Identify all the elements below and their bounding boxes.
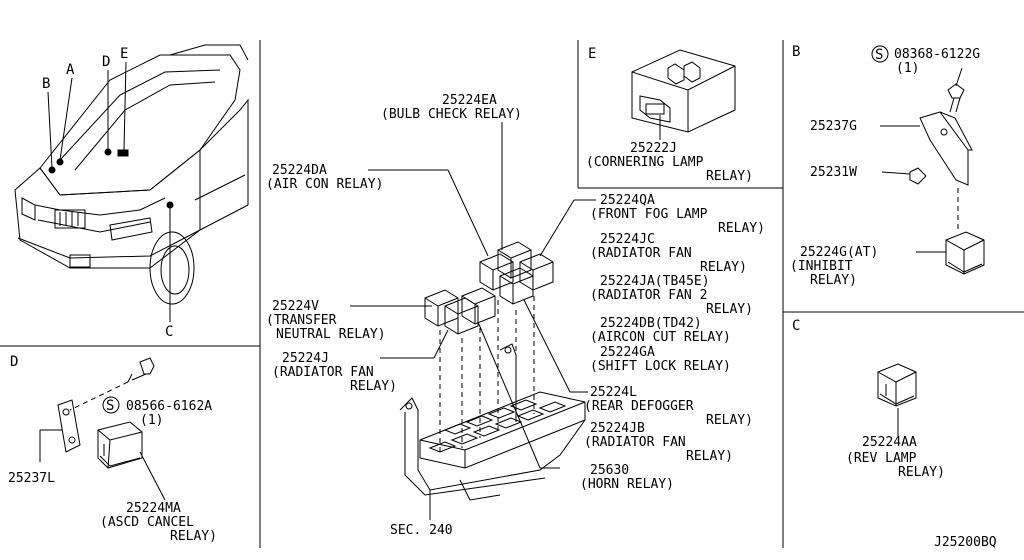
label-25224ga: 25224GA bbox=[600, 345, 655, 360]
panel-b-relay-part: 25224G(AT) bbox=[800, 245, 878, 260]
panel-b-clip-part: 25231W bbox=[810, 165, 857, 180]
label-25224jb-name-2: RELAY) bbox=[686, 449, 733, 464]
center-fuse-block-drawing bbox=[350, 122, 596, 520]
label-25630-name: (HORN RELAY) bbox=[580, 477, 674, 492]
label-sec-240: SEC. 240 bbox=[390, 523, 453, 538]
panel-d-relay-part: 25224MA bbox=[126, 501, 181, 516]
panel-dividers bbox=[0, 40, 1024, 548]
panel-c-name-1: (REV LAMP bbox=[846, 451, 917, 466]
label-25224l-name-2: RELAY) bbox=[706, 413, 753, 428]
panel-label-c: C bbox=[792, 318, 800, 334]
label-25224jb: 25224JB bbox=[590, 421, 645, 436]
label-25224jc: 25224JC bbox=[600, 232, 655, 247]
relay-cluster bbox=[424, 241, 554, 335]
label-25224qa-name-2: RELAY) bbox=[718, 221, 765, 236]
label-25224j-name-2: RELAY) bbox=[350, 379, 397, 394]
label-25224da-name: (AIR CON RELAY) bbox=[266, 177, 383, 192]
label-25224ea-name: (BULB CHECK RELAY) bbox=[381, 107, 522, 122]
callout-c: C bbox=[165, 324, 173, 340]
panel-b-screw-part: 08368-6122G bbox=[894, 47, 980, 62]
label-25224v-name-2: NEUTRAL RELAY) bbox=[276, 327, 386, 342]
panel-b-relay-name-1: (INHIBIT bbox=[790, 259, 853, 274]
label-25224v: 25224V bbox=[272, 299, 319, 314]
label-25224ga-name: (SHIFT LOCK RELAY) bbox=[590, 359, 731, 374]
label-25224ja-name-2: RELAY) bbox=[706, 302, 753, 317]
panel-label-d: D bbox=[10, 354, 18, 370]
panel-e-name-2: RELAY) bbox=[706, 169, 753, 184]
panel-label-e: E bbox=[588, 46, 596, 62]
panel-b-drawing bbox=[880, 67, 985, 275]
panel-d-screw-qty: (1) bbox=[140, 413, 163, 428]
label-25224j: 25224J bbox=[282, 351, 329, 366]
label-25224v-name-1: (TRANSFER bbox=[266, 313, 337, 328]
panel-b-bracket-part: 25237G bbox=[810, 119, 857, 134]
label-25224ja-name-1: (RADIATOR FAN 2 bbox=[590, 288, 707, 303]
callout-d: D bbox=[102, 54, 110, 70]
vehicle-illustration bbox=[14, 44, 249, 322]
panel-c-name-2: RELAY) bbox=[898, 465, 945, 480]
panel-b-screw-qty: (1) bbox=[896, 61, 919, 76]
callout-e: E bbox=[120, 46, 128, 62]
panel-e-name-1: (CORNERING LAMP bbox=[586, 155, 704, 170]
label-25224ja: 25224JA(TB45E) bbox=[600, 274, 710, 289]
label-25224l: 25224L bbox=[590, 385, 637, 400]
panel-d-bracket-part: 25237L bbox=[8, 471, 55, 486]
callout-a: A bbox=[66, 62, 75, 78]
label-25224jc-name-1: (RADIATOR FAN bbox=[590, 246, 692, 261]
label-25224db: 25224DB(TD42) bbox=[600, 316, 702, 331]
panel-d-screw-symbol: S bbox=[106, 398, 114, 414]
label-25224jb-name-1: (RADIATOR FAN bbox=[584, 435, 686, 450]
label-25224qa: 25224QA bbox=[600, 193, 655, 208]
label-25224ea: 25224EA bbox=[442, 93, 497, 108]
label-25224jc-name-2: RELAY) bbox=[700, 260, 747, 275]
label-25630: 25630 bbox=[590, 463, 629, 478]
panel-d-relay-name-1: (ASCD CANCEL bbox=[100, 515, 194, 530]
diagram-code: J25200BQ bbox=[934, 535, 997, 550]
panel-d-relay-name-2: RELAY) bbox=[170, 529, 217, 544]
label-25224qa-name-1: (FRONT FOG LAMP bbox=[590, 207, 708, 222]
panel-b-screw-symbol: S bbox=[875, 47, 883, 63]
label-25224l-name-1: (REAR DEFOGGER bbox=[584, 399, 694, 414]
callout-b: B bbox=[42, 76, 50, 92]
panel-d-drawing bbox=[39, 357, 166, 501]
label-25224da: 25224DA bbox=[272, 163, 327, 178]
panel-b-relay-name-2: RELAY) bbox=[810, 273, 857, 288]
panel-e-part: 25222J bbox=[630, 141, 677, 156]
label-25224db-name: (AIRCON CUT RELAY) bbox=[590, 330, 731, 345]
panel-e-drawing bbox=[631, 49, 736, 140]
panel-label-b: B bbox=[792, 44, 800, 60]
panel-c-drawing bbox=[877, 363, 917, 436]
label-25224j-name-1: (RADIATOR FAN bbox=[272, 365, 374, 380]
panel-c-part: 25224AA bbox=[862, 435, 917, 450]
panel-d-screw-part: 08566-6162A bbox=[126, 399, 212, 414]
